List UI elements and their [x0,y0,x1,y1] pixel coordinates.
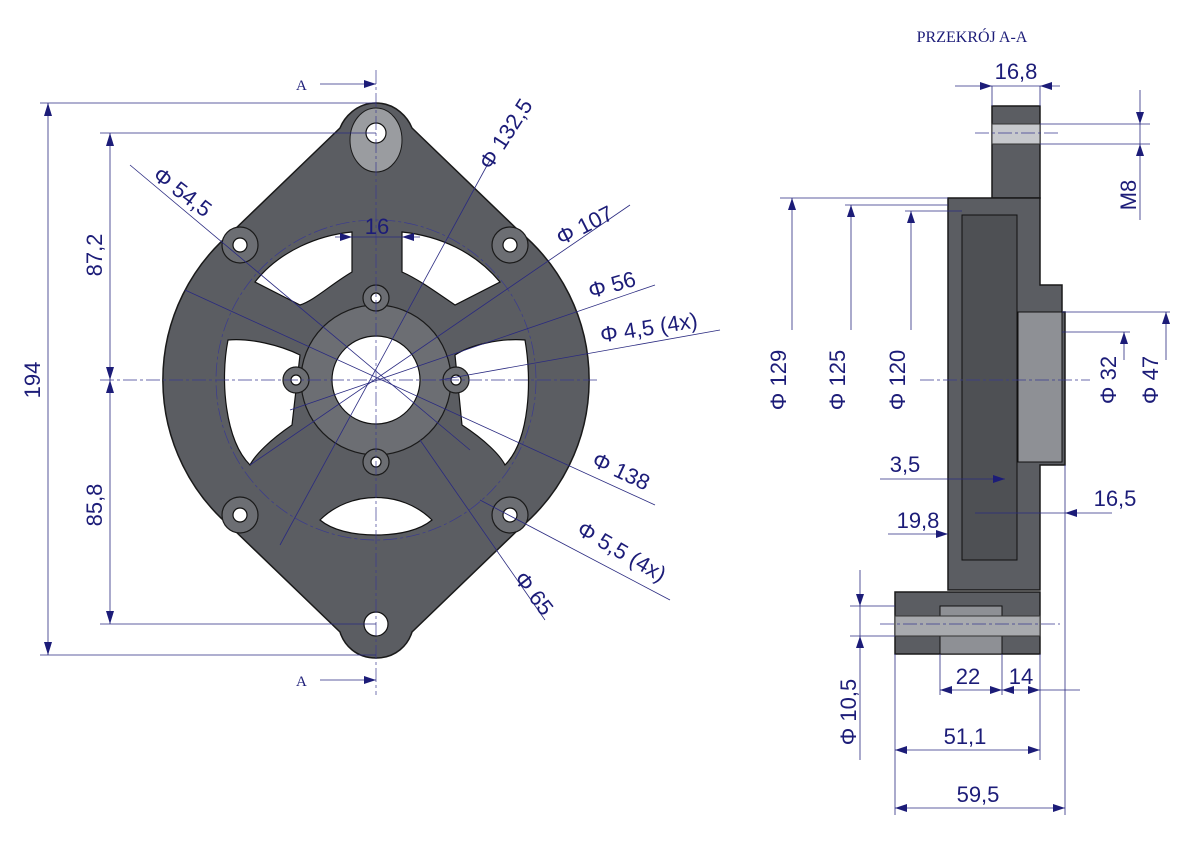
front-view: A A 194 87,2 85,8 Φ 54,5 16 Φ 132,5 Φ 10… [20,70,721,695]
section-mark-top: A [296,78,307,94]
dim-width-59-5: 59,5 [957,782,1000,807]
dim-dia-10-5: Φ 10,5 [836,679,861,745]
dim-upper-height: 87,2 [82,234,107,277]
dim-width-14: 14 [1009,664,1033,689]
dim-dia-47: Φ 47 [1138,356,1163,404]
section-mark-bottom: A [296,674,307,690]
dim-depth-16-5: 16,5 [1094,486,1137,511]
dim-dia-120: Φ 120 [885,350,910,410]
dim-dia-132-5: Φ 132,5 [474,94,538,174]
bearing-seat [1017,311,1063,463]
dim-lower-height: 85,8 [82,484,107,527]
thread-hole [991,123,1041,145]
inner-cavity [961,214,1018,561]
dim-dia-138: Φ 138 [589,447,654,495]
dim-dia-54-5: Φ 54,5 [148,162,216,222]
window-top-right [401,231,501,306]
dim-width-16-8: 16,8 [995,59,1038,84]
dim-dia-107: Φ 107 [552,200,617,250]
dim-depth-19-8: 19,8 [897,508,940,533]
dim-depth-3-5: 3,5 [890,452,921,477]
dim-width-22: 22 [956,664,980,689]
window-left [223,339,301,467]
dim-thread-m8: M8 [1116,180,1141,211]
dim-dia-4-5: Φ 4,5 (4x) [598,308,699,348]
section-title: PRZEKRÓJ A-A [917,27,1028,46]
dim-dia-56: Φ 56 [585,266,638,303]
dim-dia-5-5: Φ 5,5 (4x) [573,516,671,587]
dim-dia-129: Φ 129 [766,350,791,410]
dim-dia-65: Φ 65 [509,567,558,620]
foot-bore [894,615,1041,637]
dim-spoke-width: 16 [365,214,389,239]
dim-dia-125: Φ 125 [825,350,850,410]
top-lug [991,105,1041,199]
dim-width-51-1: 51,1 [944,724,987,749]
section-view: PRZEKRÓJ A-A [766,27,1170,815]
dim-overall-height: 194 [20,362,45,399]
dim-dia-32: Φ 32 [1096,356,1121,404]
leader-lines [129,159,721,621]
window-top-left [254,231,353,306]
